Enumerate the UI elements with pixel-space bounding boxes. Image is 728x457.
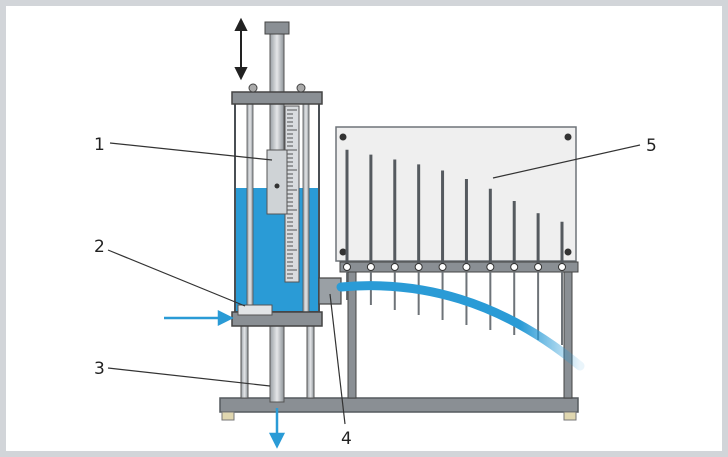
tube-fitting: [343, 263, 351, 271]
tube-fitting: [438, 263, 447, 271]
scale-ticks: [287, 109, 297, 279]
leg-right: [306, 325, 315, 399]
leader-3: [107, 367, 271, 387]
inlet-valve: [237, 304, 273, 316]
leader-2: [107, 249, 246, 307]
tube-fitting: [534, 263, 543, 271]
flange-bolt-left: [248, 83, 258, 93]
tube-fitting: [366, 263, 375, 271]
inflow-arrow-icon: [164, 309, 234, 327]
label-1: 1: [94, 135, 105, 155]
tube-fitting: [510, 263, 519, 271]
tube-fitting: [558, 263, 566, 271]
leader-1: [109, 142, 273, 161]
rod-top-cap: [264, 21, 290, 35]
base-plate: [219, 397, 579, 413]
double-arrow-icon: [234, 17, 248, 81]
piston-head: [266, 149, 288, 215]
tube-fitting: [414, 263, 423, 271]
water-jet: [336, 281, 585, 371]
tube-fitting: [390, 263, 399, 271]
piston-marker: [274, 183, 280, 189]
label-3: 3: [94, 359, 105, 379]
tube-rail: [339, 261, 579, 273]
manometer-panel: [335, 126, 577, 262]
tie-rod-right: [302, 101, 310, 313]
leader-4: [329, 293, 346, 425]
top-flange: [231, 91, 323, 105]
frame-post-right: [563, 271, 573, 399]
tube-fitting: [462, 263, 471, 271]
tube-fitting: [486, 263, 495, 271]
panel-screw-br: [564, 248, 572, 256]
tie-rod-left: [246, 101, 254, 313]
panel-screw-tl: [339, 133, 347, 141]
label-4: 4: [341, 429, 352, 449]
label-2: 2: [94, 237, 105, 257]
base-foot-left: [221, 411, 235, 421]
frame-post-left: [347, 271, 357, 399]
leader-5: [492, 144, 641, 179]
outflow-arrow-icon: [268, 408, 286, 449]
flange-bolt-right: [296, 83, 306, 93]
leg-left: [240, 325, 249, 399]
nozzle: [318, 277, 342, 305]
panel-screw-tr: [564, 133, 572, 141]
base-foot-right: [563, 411, 577, 421]
panel-screw-bl: [339, 248, 347, 256]
label-5: 5: [646, 136, 657, 156]
